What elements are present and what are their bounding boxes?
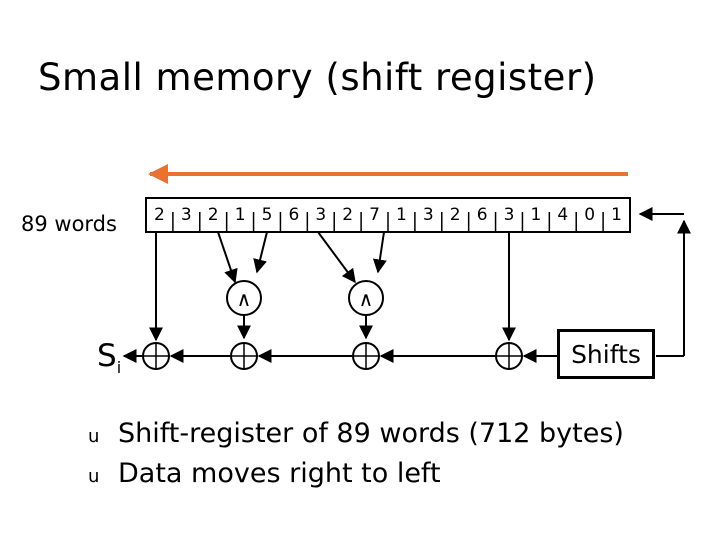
bullet-text-1: Shift-register of 89 words (712 bytes) (118, 418, 624, 449)
xor-gate-4 (495, 342, 523, 370)
bullet-marker-2: u (88, 466, 100, 487)
register-cell-value: 3 (504, 205, 515, 225)
and-gate-2 (348, 280, 384, 316)
register-cell-value: 3 (423, 205, 434, 225)
and-gate-1-symbol: ∧ (237, 287, 252, 311)
register-cell-value: 1 (530, 205, 541, 225)
register-cell-value: 1 (396, 205, 407, 225)
register-cell-value: 2 (342, 205, 353, 225)
shifts-box: Shifts (557, 329, 655, 379)
si-subscript: i (116, 358, 122, 378)
and-gate-1 (226, 280, 262, 316)
register-cell-value: 4 (557, 205, 568, 225)
register-cell-value: 3 (181, 205, 192, 225)
register-cell-value: 6 (477, 205, 488, 225)
tap-line-4 (317, 231, 356, 284)
si-output-label: Si (97, 338, 121, 377)
tap-line-3 (253, 231, 268, 274)
register-cell-value: 2 (208, 205, 219, 225)
register-cell-value: 6 (288, 205, 299, 225)
bullet-marker-1: u (88, 426, 100, 447)
bullet-list: u Shift-register of 89 words (712 bytes)… (88, 418, 624, 498)
and-gate-2-symbol: ∧ (359, 287, 374, 311)
bullet-text-2: Data moves right to left (118, 458, 441, 489)
xor-gate-2 (230, 342, 258, 370)
register-size-label: 89 words (21, 212, 117, 236)
register-cell-value: 2 (154, 205, 165, 225)
bullet-item-1: u Shift-register of 89 words (712 bytes) (88, 418, 624, 458)
register-cell-value: 1 (611, 205, 622, 225)
register-cell-value: 7 (369, 205, 380, 225)
bullet-item-2: u Data moves right to left (88, 458, 624, 498)
tap-line-5 (372, 231, 387, 274)
slide-title: Small memory (shift register) (38, 56, 597, 99)
register-cell-value: 2 (450, 205, 461, 225)
tap-line-2 (217, 231, 238, 284)
register-cell-value: 5 (262, 205, 273, 225)
si-base: S (97, 338, 117, 374)
register-cell-value: 0 (584, 205, 595, 225)
register-cell-value: 3 (315, 205, 326, 225)
register-cell-value: 1 (235, 205, 246, 225)
xor-gate-1 (142, 342, 170, 370)
xor-gate-3 (352, 342, 380, 370)
